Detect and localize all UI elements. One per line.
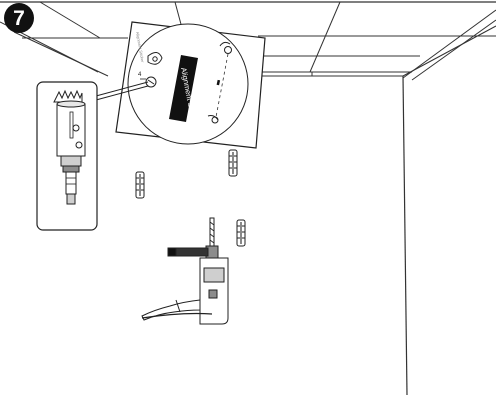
wall-anchor: [228, 149, 238, 177]
template-sheet-icon: Alignment Sticker Alignment Sticker 4: [115, 21, 266, 149]
alignment-sticker: [169, 55, 198, 122]
wall-anchor: [236, 219, 246, 247]
screw-hole-mark: [145, 41, 232, 124]
wall-anchor-icon: [135, 149, 246, 247]
wall-anchor: [135, 171, 145, 199]
hole-saw-detail-icon: [36, 81, 98, 231]
step-number: 7: [13, 7, 25, 30]
power-drill-icon: [141, 217, 229, 325]
hole-label: 4: [138, 72, 142, 78]
guide-line: [215, 53, 229, 118]
corner-text: Alignment Sticker: [135, 31, 145, 63]
callout-leader: [95, 81, 149, 97]
step-number-badge: 7: [4, 3, 34, 33]
